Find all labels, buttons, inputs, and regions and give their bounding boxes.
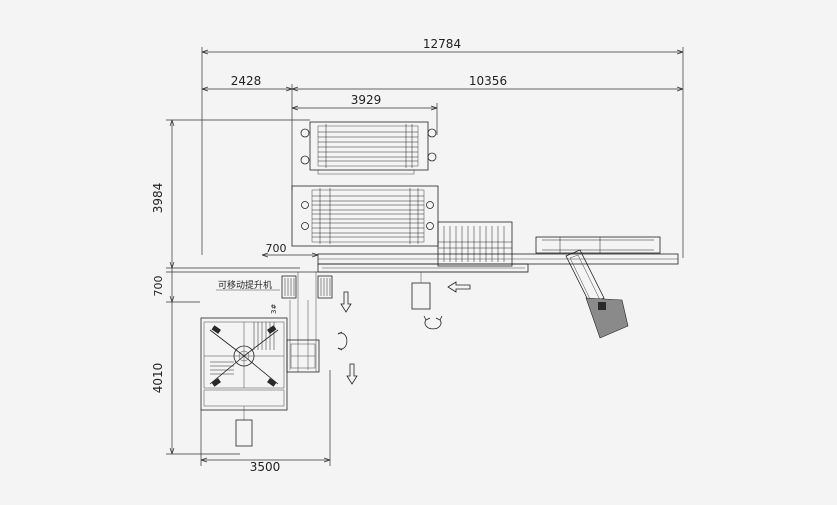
rotation-icon-lower: [337, 331, 348, 351]
dim-right-width: 10356: [469, 74, 507, 88]
rotation-icon: [423, 315, 443, 330]
dim-gap-height: 700: [152, 276, 165, 297]
mobile-lift-label: 可移动提升机: [218, 279, 272, 291]
dim-upper-section-width: 3929: [351, 93, 382, 107]
upper-machine: [291, 121, 679, 273]
flow-arrow-left: [447, 281, 471, 293]
dim-total-width: 12784: [423, 37, 461, 51]
dim-upper-section-height: 3984: [151, 183, 165, 214]
rotary-machine: [200, 317, 320, 447]
dim-left-width: 2428: [231, 74, 262, 88]
dim-gap-width: 700: [266, 242, 287, 255]
inclined-conveyor: [565, 249, 629, 339]
dimension-lines: [166, 47, 684, 466]
dim-lower-section-height: 4010: [151, 363, 165, 394]
flow-arrow-down-lower: [346, 363, 358, 385]
flow-arrow-down-upper: [340, 291, 352, 313]
transfer-zone: [281, 272, 333, 372]
center-unit: [411, 272, 431, 310]
small-tag-label: 3#: [270, 304, 278, 314]
dim-lower-section-width: 3500: [250, 460, 281, 474]
